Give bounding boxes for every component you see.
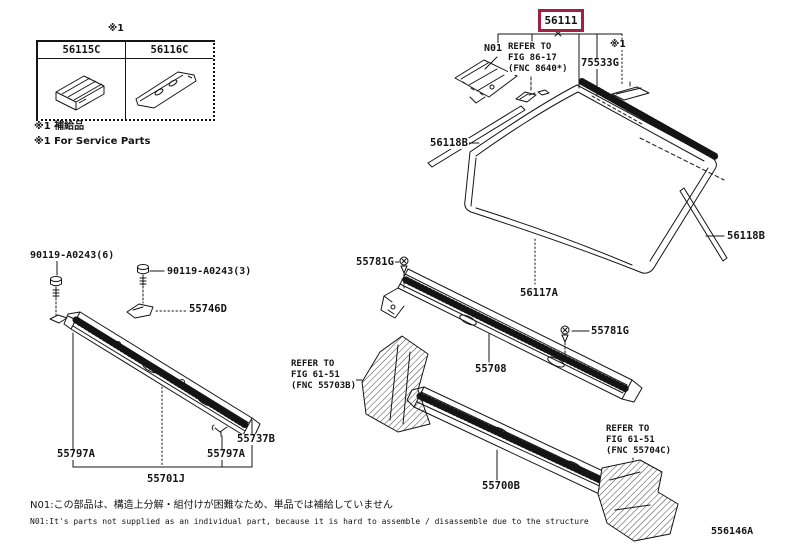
service-marker-top-right: ※1: [610, 39, 626, 50]
callout-55746D[interactable]: 55746D: [188, 303, 228, 315]
weatherstrip-drawing: [126, 303, 187, 319]
refer-note-lh-line2: FIG 61-51: [291, 370, 340, 380]
figure-code: 556146A: [711, 526, 754, 537]
selected-part-56111[interactable]: 56111: [538, 9, 584, 32]
glass-spacer-drawing: [55, 75, 105, 111]
bolt-6-drawing: [49, 260, 68, 324]
cowl-louver-lower-drawing: [406, 386, 659, 518]
cowl-clip-rh-drawing: [560, 325, 590, 358]
side-panel-rh-drawing: [597, 457, 679, 542]
dam-part-cell: [126, 59, 213, 119]
callout-55701J[interactable]: 55701J: [146, 473, 186, 485]
callout-56118B-left[interactable]: 56118B: [429, 137, 469, 149]
callout-56118B-right[interactable]: 56118B: [726, 230, 766, 242]
footnote-n01-english: N01:It's parts not supplied as an indivi…: [30, 517, 589, 527]
cowl-clip-lh-drawing: [392, 256, 409, 289]
refer-note-camera-line1: REFER TO: [508, 42, 552, 52]
moulding-clip-drawing: [611, 81, 650, 101]
service-marker-table: ※1: [108, 23, 124, 34]
cowl-louver-upper-drawing: [380, 268, 643, 403]
camera-cover-clip-drawing: [515, 76, 550, 103]
refer-note-rh-line3: (FNC 55704C): [606, 446, 672, 456]
camera-bracket-drawing: [454, 56, 518, 104]
part-number-56116C[interactable]: 56116C: [150, 44, 189, 56]
refer-note-side-panel-rh[interactable]: REFER TO FIG 61-51 (FNC 55704C): [606, 424, 672, 457]
outside-moulding-drawing: [578, 78, 725, 181]
refer-note-lh-line3: (FNC 55703B): [291, 381, 357, 391]
callout-75533G[interactable]: 75533G: [580, 57, 620, 69]
refer-note-side-panel-lh[interactable]: REFER TO FIG 61-51 (FNC 55703B): [291, 359, 357, 392]
windshield-glass-drawing: [464, 84, 717, 274]
refer-note-lh-line1: REFER TO: [291, 359, 335, 369]
callout-55708[interactable]: 55708: [474, 363, 508, 375]
callout-55700B[interactable]: 55700B: [481, 480, 521, 492]
refer-note-camera-line3: (FNC 8640*): [508, 64, 568, 74]
refer-note-rh-line1: REFER TO: [606, 424, 650, 434]
footnote-service-parts-en: ※1 For Service Parts: [34, 136, 151, 147]
glass-dam-drawing: [135, 71, 197, 109]
callout-55797A-right[interactable]: 55797A: [206, 448, 246, 460]
service-parts-table-header: 56115C 56116C: [38, 42, 213, 59]
footnote-n01-japanese: N01:この部品は、構造上分解・組付けが困難なため、単品では補給していません: [30, 500, 393, 512]
cowl-louver-lh-drawing: [63, 311, 261, 438]
callout-55781G-left[interactable]: 55781G: [355, 256, 395, 268]
refer-note-camera-line2: FIG 86-17: [508, 53, 557, 63]
callout-n01: N01: [483, 43, 504, 54]
part-number-56115C[interactable]: 56115C: [38, 42, 126, 58]
callout-55781G-right[interactable]: 55781G: [590, 325, 630, 337]
callout-55737B[interactable]: 55737B: [236, 433, 276, 445]
bolt-3-drawing: [137, 264, 165, 304]
louver-bracket-lines: [72, 332, 253, 468]
callout-90119-A0243-6[interactable]: 90119-A0243(6): [29, 250, 116, 261]
refer-note-camera[interactable]: REFER TO FIG 86-17 (FNC 8640*): [508, 42, 568, 75]
side-moulding-rh-drawing: [679, 187, 728, 262]
refer-note-rh-line2: FIG 61-51: [606, 435, 655, 445]
footnote-service-parts-jp: ※1 補給品: [34, 121, 85, 132]
spacer-part-cell: [38, 59, 126, 119]
callout-56117A[interactable]: 56117A: [519, 287, 559, 299]
side-moulding-lh-drawing: [427, 105, 526, 168]
service-parts-table: 56115C 56116C: [36, 40, 215, 121]
callout-90119-A0243-3[interactable]: 90119-A0243(3): [166, 266, 253, 277]
side-panel-lh-drawing: [345, 335, 431, 433]
callout-55797A-left[interactable]: 55797A: [56, 448, 96, 460]
